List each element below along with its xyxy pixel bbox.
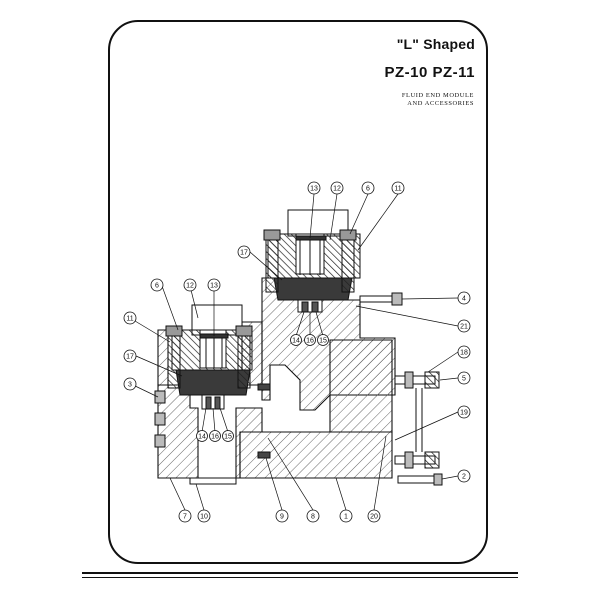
callout-9: 9 (275, 509, 289, 523)
callout-15-lower: 15 (222, 430, 234, 442)
callout-14-upper: 14 (290, 334, 302, 346)
callout-13-lower: 13 (207, 278, 221, 292)
svg-text:12: 12 (186, 283, 194, 290)
svg-text:13: 13 (210, 283, 218, 290)
callout-12-lower: 12 (183, 278, 197, 292)
callout-4: 4 (457, 291, 471, 305)
svg-text:12: 12 (333, 186, 341, 193)
callout-1: 1 (339, 509, 353, 523)
side-fasteners (154, 292, 443, 486)
callout-6-upper: 6 (361, 181, 375, 195)
callout-5: 5 (457, 371, 471, 385)
bottom-rule-thin (82, 577, 518, 578)
svg-text:2: 2 (462, 474, 466, 481)
callout-17-upper: 17 (237, 245, 251, 259)
svg-text:1: 1 (344, 514, 348, 521)
callout-14-lower: 14 (196, 430, 208, 442)
svg-text:4: 4 (462, 296, 466, 303)
callout-20: 20 (367, 509, 381, 523)
callout-11-lower: 11 (123, 311, 137, 325)
callout-19: 19 (457, 405, 471, 419)
svg-text:14: 14 (198, 434, 206, 441)
svg-text:11: 11 (126, 316, 133, 323)
callout-13-upper: 13 (307, 181, 321, 195)
leader-lines (129, 193, 459, 511)
svg-text:16: 16 (306, 338, 314, 345)
svg-text:17: 17 (240, 250, 248, 257)
bottom-rule-thick (82, 572, 518, 574)
svg-text:5: 5 (462, 376, 466, 383)
callout-10: 10 (197, 509, 211, 523)
svg-text:16: 16 (211, 434, 219, 441)
callout-18: 18 (457, 345, 471, 359)
subtitle-line-1: FLUID END MODULE (401, 92, 474, 99)
svg-text:6: 6 (155, 283, 159, 290)
svg-text:20: 20 (370, 514, 378, 521)
callout-21: 21 (457, 319, 471, 333)
svg-text:10: 10 (200, 514, 208, 521)
model-title: PZ-10 PZ-11 (384, 64, 475, 81)
svg-text:7: 7 (183, 514, 187, 521)
callout-11-upper: 11 (391, 181, 405, 195)
upper-cylinder-assembly (263, 209, 361, 313)
svg-text:13: 13 (310, 186, 318, 193)
svg-text:14: 14 (292, 338, 300, 345)
callout-6-lower: 6 (150, 278, 164, 292)
svg-text:8: 8 (311, 514, 315, 521)
svg-text:17: 17 (126, 354, 134, 361)
svg-text:11: 11 (394, 186, 401, 193)
callout-16-lower: 16 (209, 430, 221, 442)
callout-15-upper: 15 (317, 334, 329, 346)
page-border-frame (108, 20, 488, 564)
svg-text:6: 6 (366, 186, 370, 193)
callout-8: 8 (306, 509, 320, 523)
callout-7: 7 (178, 509, 192, 523)
svg-text:18: 18 (460, 350, 468, 357)
callout-16-upper: 16 (304, 334, 316, 346)
shape-title: "L" Shaped (396, 36, 475, 52)
callout-3: 3 (123, 377, 137, 391)
lower-cylinder-assembly (165, 304, 253, 410)
callout-circles: 13 12 6 11 17 4 21 14 16 15 6 12 13 11 1… (123, 181, 471, 523)
svg-text:15: 15 (319, 338, 327, 345)
callout-12-upper: 12 (330, 181, 344, 195)
subtitle-line-2: AND ACCESSORIES (407, 100, 474, 107)
callout-17-lower: 17 (123, 349, 137, 363)
svg-text:21: 21 (460, 324, 468, 331)
callout-2: 2 (457, 469, 471, 483)
svg-text:15: 15 (224, 434, 232, 441)
svg-text:9: 9 (280, 514, 284, 521)
svg-text:3: 3 (128, 382, 132, 389)
svg-text:19: 19 (460, 410, 468, 417)
